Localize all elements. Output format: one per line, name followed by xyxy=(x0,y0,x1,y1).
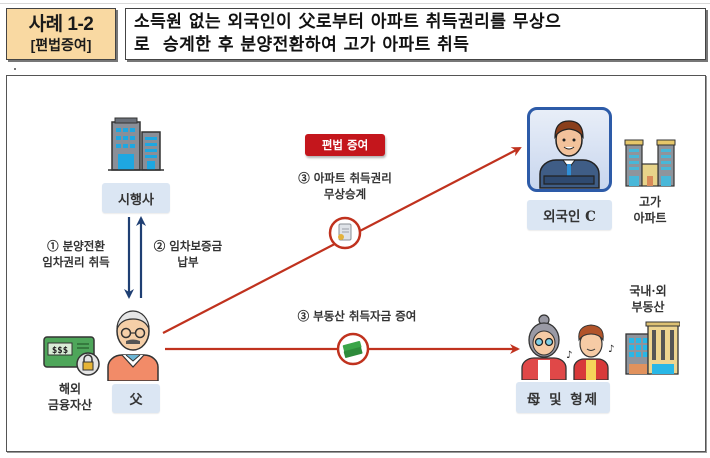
svg-text:♪: ♪ xyxy=(608,344,614,355)
flow-3b-text: ③ 부동산 취득자금 증여 xyxy=(297,309,417,323)
developer-label: 시행사 xyxy=(102,183,170,213)
top-rule xyxy=(0,0,710,4)
case-title-line1: 소득원 없는 외국인이 父로부터 아파트 취득권리를 무상으 xyxy=(134,12,562,32)
flow-1-line2: 임차권리 취득 xyxy=(42,255,110,269)
luxury-apt-line1: 고가 xyxy=(638,195,662,209)
family-icon: ♪ ♪ xyxy=(521,314,614,380)
overseas-assets-line1: 해외 xyxy=(58,382,82,396)
buildings-icon xyxy=(625,321,680,375)
real-estate-line2: 부동산 xyxy=(631,300,665,314)
flow-1-text: ① 분양전환 임차권리 취득 xyxy=(28,238,124,270)
svg-text:♪: ♪ xyxy=(566,350,572,361)
luxury-apt-line2: 아파트 xyxy=(633,211,667,225)
apartment-towers-icon xyxy=(624,139,676,187)
case-title: 소득원 없는 외국인이 父로부터 아파트 취득권리를 무상으 로 승계한 후 분… xyxy=(125,8,706,60)
flow-3a-text: ③ 아파트 취득권리 무상승계 xyxy=(270,170,420,202)
office-buildings-icon xyxy=(108,117,164,171)
overseas-assets-line2: 금융자산 xyxy=(47,398,93,412)
svg-text:$$$: $$$ xyxy=(52,346,68,356)
foreigner-card xyxy=(527,107,612,192)
real-estate-label: 국내·외 부동산 xyxy=(618,283,678,315)
foreigner-label: 외국인 C xyxy=(527,200,612,230)
case-number: 사례 1-2 xyxy=(28,14,94,35)
flow-3a-line1: ③ 아파트 취득권리 xyxy=(298,171,392,185)
evasion-badge: 편법 증여 xyxy=(305,134,385,156)
overseas-assets-label: 해외 금융자산 xyxy=(40,381,100,413)
flow-2-text: ② 임차보증금 납부 xyxy=(148,238,228,270)
flow-2-line2: 납부 xyxy=(177,255,199,269)
bullet-dot xyxy=(14,68,16,70)
flow-3a-line2: 무상승계 xyxy=(323,187,367,201)
real-estate-line1: 국내·외 xyxy=(629,284,667,298)
mother-siblings-label: 母 및 형제 xyxy=(516,382,610,413)
flow-1-line1: ① 분양전환 xyxy=(47,239,105,253)
locked-cash-card-icon: $$$ xyxy=(43,336,100,376)
case-title-line2: 로 승계한 후 분양전환하여 고가 아파트 취득 xyxy=(134,35,470,55)
luxury-apt-label: 고가 아파트 xyxy=(622,194,678,226)
father-label: 父 xyxy=(112,384,160,413)
case-badge: 사례 1-2 [편법증여] xyxy=(6,8,116,60)
case-category: [편법증여] xyxy=(30,37,92,53)
flow-2-line1: ② 임차보증금 xyxy=(153,239,223,253)
elderly-man-icon xyxy=(107,310,159,381)
businessman-icon xyxy=(539,120,600,189)
